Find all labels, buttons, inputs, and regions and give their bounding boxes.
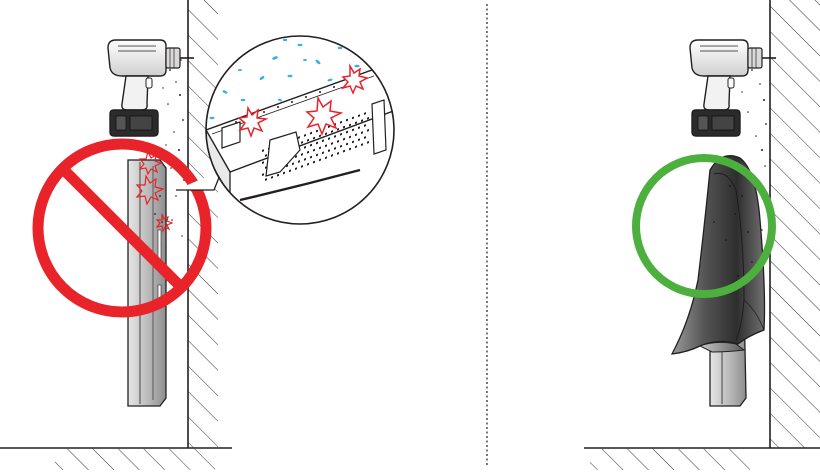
prohibited-sign-icon (32, 138, 212, 318)
magnified-detail (205, 35, 395, 225)
right-panel (584, 0, 820, 470)
floor-right (584, 447, 820, 470)
wall-right (769, 0, 820, 448)
display-panel-uncovered (127, 159, 167, 407)
protective-cover-cloth (670, 155, 766, 355)
wrong-panel (0, 0, 395, 470)
drill-icon (107, 39, 195, 137)
spark-icon (237, 63, 369, 139)
floor-left (0, 447, 232, 470)
drill-icon (689, 39, 777, 137)
correct-sign-icon (632, 154, 776, 298)
